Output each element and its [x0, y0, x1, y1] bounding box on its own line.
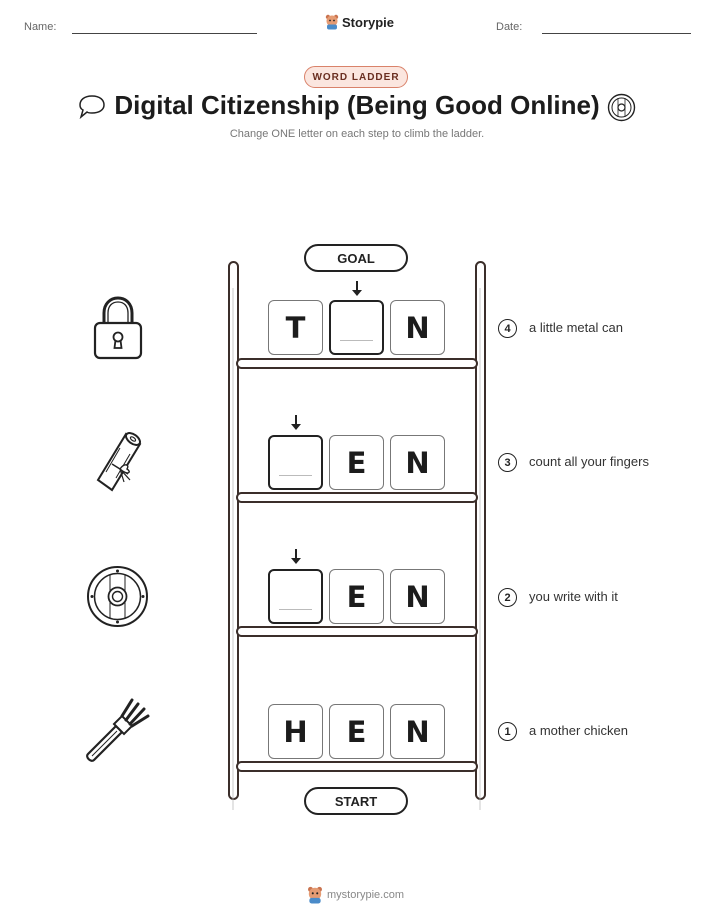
arrow-down-icon	[291, 549, 301, 564]
clue-text: you write with it	[529, 589, 618, 604]
letter-box: E	[329, 704, 384, 759]
bear-icon	[308, 886, 322, 904]
brand-name: Storypie	[342, 14, 395, 30]
step-number: 1	[498, 722, 517, 741]
letter-box: N	[390, 569, 445, 624]
brand-logo: Storypie	[325, 14, 394, 30]
arrow-down-icon	[352, 281, 362, 296]
footer-url[interactable]: mystorypie.com	[327, 889, 405, 901]
letter-box: N	[390, 704, 445, 759]
date-line[interactable]	[542, 33, 691, 34]
shield-icon	[87, 566, 148, 627]
instructions: Change ONE letter on each step to climb …	[229, 128, 485, 140]
letter-input-box[interactable]	[329, 300, 384, 355]
letter-box: E	[329, 569, 384, 624]
rake-icon	[86, 698, 150, 762]
date-label: Date:	[496, 21, 523, 33]
padlock-icon	[93, 296, 143, 360]
page-title: Digital Citizenship (Being Good Online)	[114, 90, 600, 120]
clue-text: a little metal can	[529, 320, 623, 335]
letter-input-box[interactable]	[268, 569, 323, 624]
letter-box: N	[390, 435, 445, 490]
letter-box: T	[268, 300, 323, 355]
letter-box: N	[390, 300, 445, 355]
step-number: 3	[498, 453, 517, 472]
clue-text: a mother chicken	[529, 723, 628, 738]
footer: mystorypie.com	[307, 886, 404, 904]
goal-label: GOAL	[304, 244, 408, 272]
scroll-icon	[96, 432, 142, 492]
start-label: START	[304, 787, 408, 815]
arrow-down-icon	[291, 415, 301, 430]
letter-input-box[interactable]	[268, 435, 323, 490]
letter-box: H	[268, 704, 323, 759]
step-number: 4	[498, 319, 517, 338]
name-line[interactable]	[72, 33, 257, 34]
bear-icon	[325, 14, 339, 30]
name-label: Name:	[24, 21, 57, 33]
letter-box: E	[329, 435, 384, 490]
clue-text: count all your fingers	[529, 454, 649, 469]
shield-icon-small	[607, 93, 636, 122]
ladder-graphic	[228, 261, 486, 810]
word-ladder-badge: WORD LADDER	[304, 66, 408, 88]
step-number: 2	[498, 588, 517, 607]
speech-bubble-icon	[79, 95, 105, 120]
